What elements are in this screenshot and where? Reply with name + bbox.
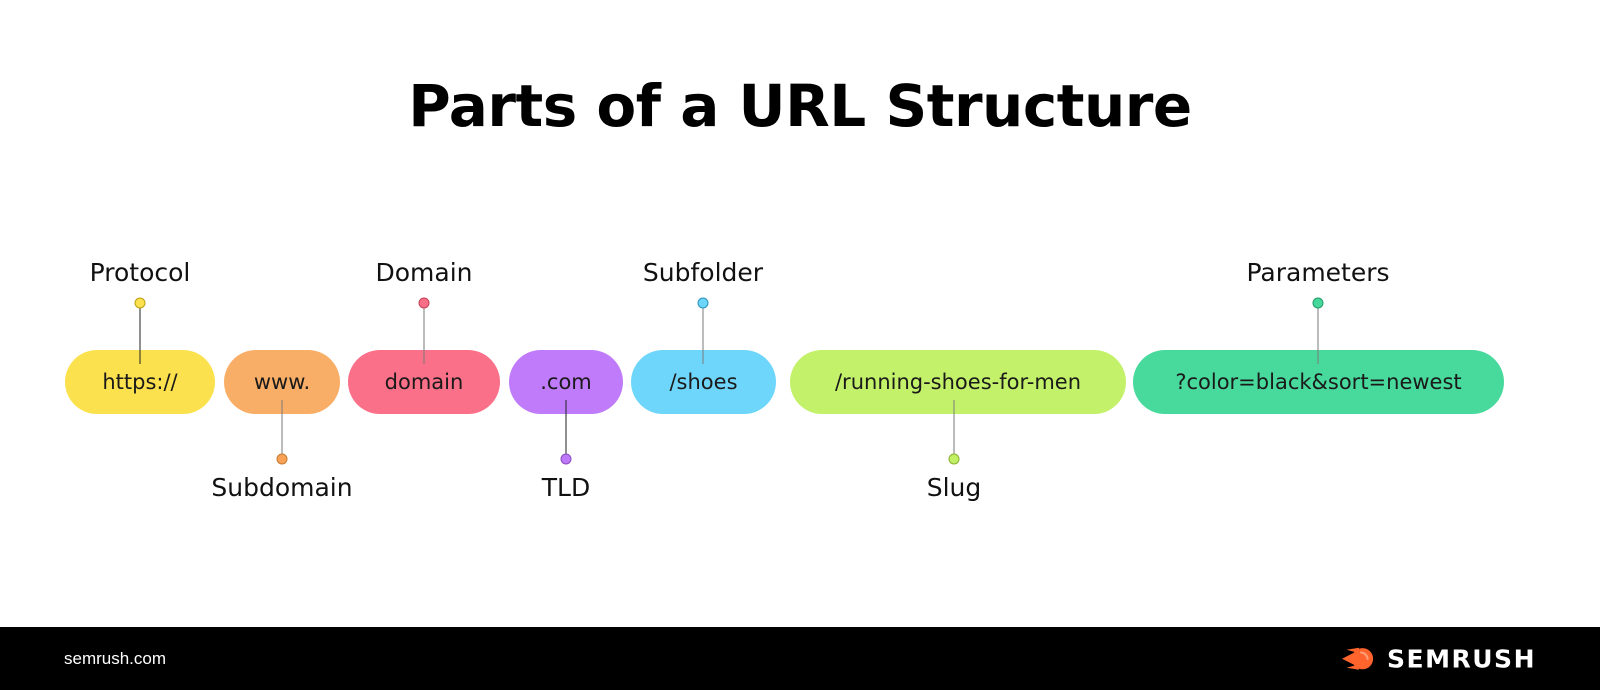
callout-dot-domain	[418, 297, 430, 309]
callout-label-slug: Slug	[926, 473, 982, 502]
callout-stem-protocol	[139, 303, 141, 364]
callout-dot-subdomain	[276, 453, 288, 465]
callout-dot-subfolder	[697, 297, 709, 309]
callout-dot-parameters	[1312, 297, 1324, 309]
url-segment-slug[interactable]: /running-shoes-for-men	[790, 350, 1126, 414]
callout-stem-parameters	[1317, 303, 1319, 364]
page-title: Parts of a URL Structure	[408, 72, 1192, 140]
semrush-logo: SEMRUSH	[1342, 644, 1536, 673]
url-segment-parameters[interactable]: ?color=black&sort=newest	[1133, 350, 1504, 414]
footer-bar: semrush.com SEMRUSH	[0, 627, 1600, 690]
callout-stem-domain	[423, 303, 425, 364]
callout-dot-protocol	[134, 297, 146, 309]
callout-label-protocol: Protocol	[89, 258, 191, 287]
callout-dot-slug	[948, 453, 960, 465]
footer-site-url: semrush.com	[64, 648, 167, 668]
callout-label-parameters: Parameters	[1246, 258, 1390, 287]
url-segment-subfolder[interactable]: /shoes	[631, 350, 776, 414]
callout-label-subdomain: Subdomain	[211, 473, 353, 502]
callout-label-subfolder: Subfolder	[642, 258, 764, 287]
semrush-comet-icon	[1342, 646, 1376, 672]
callout-label-tld: TLD	[541, 473, 591, 502]
semrush-wordmark: SEMRUSH	[1387, 644, 1536, 673]
callout-label-domain: Domain	[375, 258, 473, 287]
callout-stem-subdomain	[281, 400, 283, 459]
callout-dot-tld	[560, 453, 572, 465]
callout-stem-tld	[565, 400, 567, 459]
callout-stem-slug	[953, 400, 955, 459]
callout-stem-subfolder	[702, 303, 704, 364]
